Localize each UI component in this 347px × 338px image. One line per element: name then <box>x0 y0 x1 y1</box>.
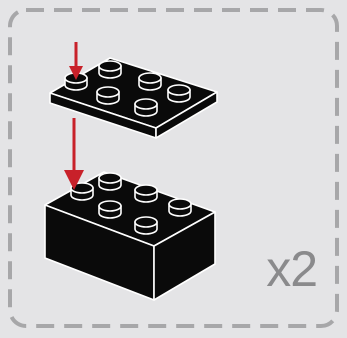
down-arrow-icon <box>64 118 84 190</box>
top-brick-icon <box>49 57 218 139</box>
down-arrow-icon <box>69 42 83 80</box>
bottom-brick-icon <box>44 171 216 301</box>
dashed-step-border <box>8 8 339 328</box>
quantity-label: x2 <box>266 241 318 297</box>
